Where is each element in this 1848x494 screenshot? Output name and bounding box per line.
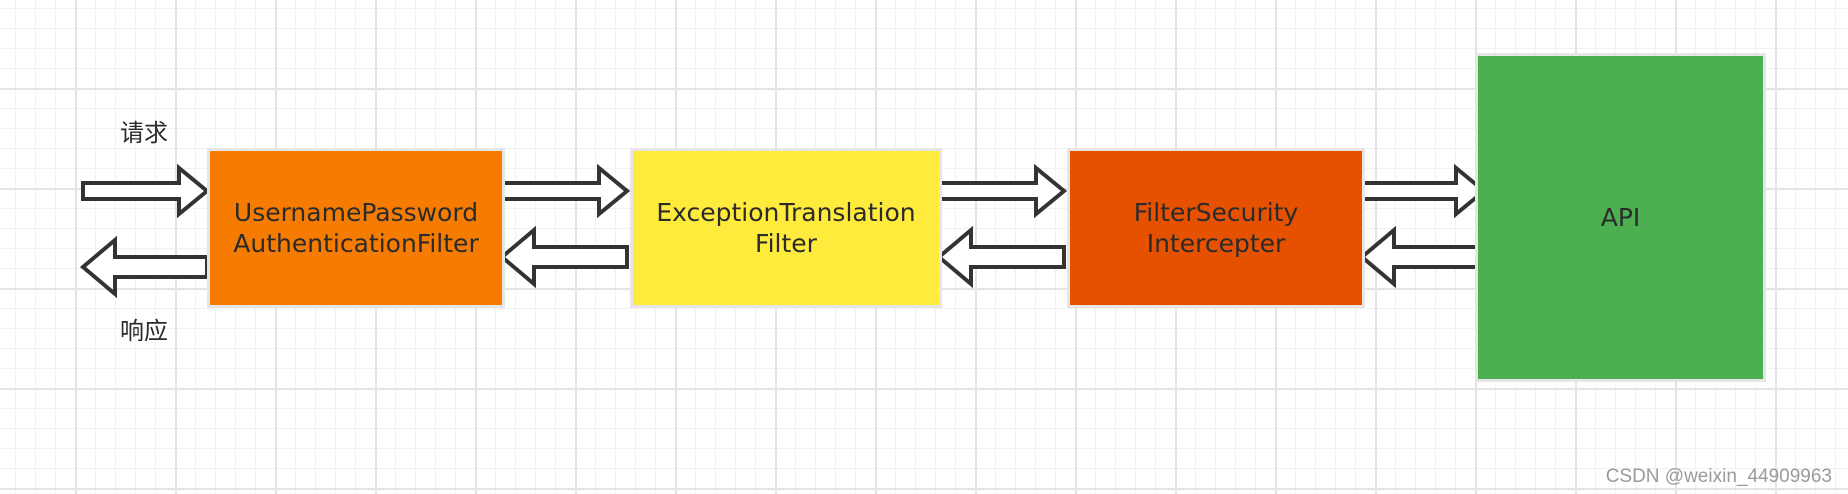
box-line: Intercepter	[1146, 229, 1286, 258]
exception-to-filter-arrow	[937, 163, 1068, 219]
response-out-arrow	[79, 235, 209, 299]
request-label: 请求	[120, 119, 168, 147]
request-in-arrow	[81, 163, 211, 219]
exception-translation-filter-box: ExceptionTranslation Filter	[630, 148, 942, 308]
box-line: Filter	[755, 229, 817, 258]
filter-security-interceptor-box: FilterSecurity Intercepter	[1067, 148, 1365, 308]
box-line: ExceptionTranslation	[656, 198, 916, 227]
response-label: 响应	[120, 317, 168, 345]
box-line: API	[1600, 203, 1641, 232]
username-password-authentication-filter-box: UsernamePassword AuthenticationFilter	[207, 148, 505, 308]
box-line: AuthenticationFilter	[233, 229, 479, 258]
filter-to-exception-arrow	[935, 225, 1066, 289]
box-line: UsernamePassword	[233, 198, 479, 227]
exception-to-auth-arrow	[498, 225, 629, 289]
auth-to-exception-arrow	[500, 163, 631, 219]
api-box: API	[1475, 53, 1766, 382]
api-to-filter-arrow	[1358, 225, 1482, 289]
watermark: CSDN @weixin_44909963	[1605, 466, 1832, 487]
box-line: FilterSecurity	[1133, 198, 1299, 227]
filter-to-api-arrow	[1360, 163, 1488, 219]
